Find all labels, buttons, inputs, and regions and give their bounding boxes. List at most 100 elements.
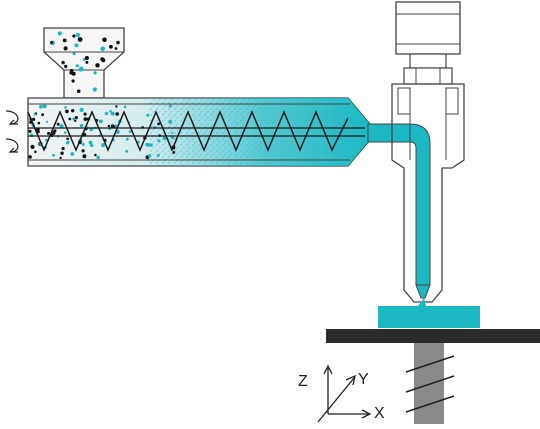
granule xyxy=(79,123,84,128)
granule xyxy=(168,119,173,124)
granule xyxy=(156,153,160,157)
granule xyxy=(56,122,60,126)
granule xyxy=(69,68,74,73)
granule xyxy=(109,109,112,113)
granule xyxy=(72,34,76,38)
granule xyxy=(101,58,106,63)
axis-label-z: Z xyxy=(298,373,308,390)
granule xyxy=(83,112,87,116)
granule xyxy=(62,38,67,43)
melt-channel xyxy=(367,123,431,286)
granule xyxy=(71,71,76,76)
granule xyxy=(123,105,127,109)
granule xyxy=(81,149,85,153)
granule xyxy=(125,149,129,153)
granule xyxy=(81,142,85,146)
hopper xyxy=(43,27,125,99)
granule xyxy=(85,60,89,64)
granule xyxy=(34,150,37,154)
granule xyxy=(168,104,172,108)
granule xyxy=(72,117,76,121)
granule xyxy=(90,143,94,148)
screw xyxy=(27,110,365,152)
granule xyxy=(74,43,79,48)
granule xyxy=(50,41,54,44)
granule xyxy=(28,155,32,159)
granule xyxy=(41,113,44,117)
granule xyxy=(93,71,97,75)
granule xyxy=(59,124,64,129)
axis-indicator-icon: Z Y X xyxy=(298,364,385,423)
granule xyxy=(75,32,80,38)
granule xyxy=(65,140,70,145)
granule xyxy=(137,140,141,144)
granule xyxy=(171,131,174,134)
granule xyxy=(79,107,84,112)
granule xyxy=(114,47,118,50)
granule xyxy=(162,136,167,141)
granule xyxy=(148,154,152,158)
granule xyxy=(72,52,76,56)
granule xyxy=(98,119,103,124)
granule xyxy=(77,37,83,42)
granule xyxy=(63,46,68,51)
axis-label-x: X xyxy=(374,405,385,422)
granule xyxy=(60,151,64,155)
granule xyxy=(66,137,69,141)
granule xyxy=(63,64,68,69)
screw-flight xyxy=(27,110,349,152)
printed-part xyxy=(378,298,480,328)
granule xyxy=(157,139,161,143)
barrel-granules xyxy=(28,104,176,160)
granule xyxy=(80,66,84,70)
extruder-barrel xyxy=(27,97,371,167)
axis-label-y: Y xyxy=(358,371,369,388)
build-plate xyxy=(326,329,540,343)
granule xyxy=(71,79,75,83)
granule xyxy=(146,113,150,117)
granule xyxy=(53,129,56,133)
granule xyxy=(84,55,89,61)
granule xyxy=(116,40,120,45)
granule xyxy=(35,127,40,132)
granule xyxy=(96,155,100,160)
granule xyxy=(75,64,79,68)
granule xyxy=(30,144,35,149)
granule xyxy=(28,129,32,133)
granule xyxy=(95,63,100,68)
granule xyxy=(146,143,151,147)
granule xyxy=(47,131,50,135)
granule xyxy=(64,106,67,109)
granule xyxy=(70,152,75,156)
granule xyxy=(37,121,41,125)
granule xyxy=(102,37,107,43)
granule xyxy=(171,136,175,140)
granule xyxy=(128,130,132,134)
granule xyxy=(76,89,81,93)
feed-arrow-icon xyxy=(5,110,19,125)
granule xyxy=(101,143,106,148)
granule xyxy=(74,116,78,120)
granule xyxy=(65,109,69,114)
feed-arrow-icon xyxy=(5,138,19,153)
granule xyxy=(59,156,62,160)
granule xyxy=(104,111,109,116)
hopper-granules xyxy=(50,31,120,93)
granule xyxy=(109,44,113,49)
granule xyxy=(92,87,97,92)
print-head-motor xyxy=(395,1,461,85)
granule xyxy=(57,31,62,36)
granule xyxy=(39,104,43,109)
granule xyxy=(52,153,55,157)
granule xyxy=(125,137,129,141)
granule xyxy=(61,60,65,65)
granule xyxy=(157,122,161,126)
nozzle-tip xyxy=(415,284,431,299)
granule xyxy=(100,46,105,52)
granule xyxy=(94,153,97,157)
granule xyxy=(110,111,115,116)
granule xyxy=(68,117,72,121)
granule xyxy=(172,151,176,154)
